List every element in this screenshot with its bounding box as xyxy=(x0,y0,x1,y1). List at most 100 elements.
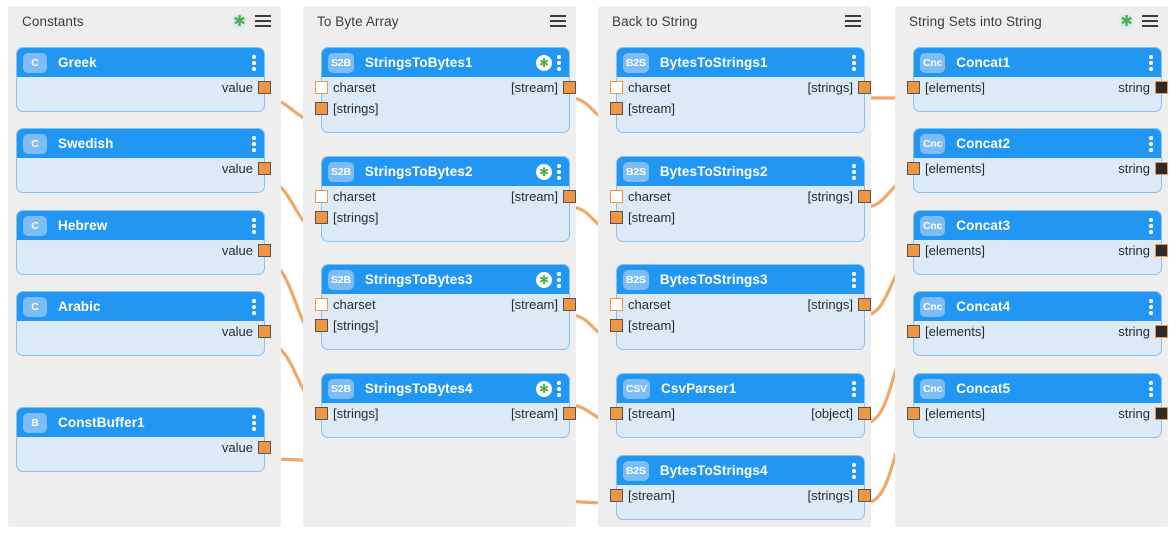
hamburger-icon[interactable] xyxy=(255,14,271,28)
output-port[interactable] xyxy=(563,81,576,94)
output-port[interactable] xyxy=(258,325,271,338)
kebab-icon[interactable] xyxy=(557,271,561,288)
input-port[interactable] xyxy=(315,211,328,224)
output-port[interactable] xyxy=(563,298,576,311)
hamburger-icon[interactable] xyxy=(1142,14,1158,28)
input-port[interactable] xyxy=(315,407,328,420)
input-port[interactable] xyxy=(610,489,623,502)
output-port[interactable] xyxy=(258,244,271,257)
asterisk-icon[interactable] xyxy=(231,12,248,30)
input-port[interactable] xyxy=(315,298,328,311)
kebab-icon[interactable] xyxy=(1149,298,1153,315)
kebab-icon[interactable] xyxy=(252,414,256,431)
kebab-icon[interactable] xyxy=(1149,217,1153,234)
input-port[interactable] xyxy=(610,102,623,115)
kebab-icon[interactable] xyxy=(1149,135,1153,152)
input-port[interactable] xyxy=(907,244,920,257)
output-port[interactable] xyxy=(858,407,871,420)
input-port[interactable] xyxy=(610,407,623,420)
node-stringstobytes3[interactable]: S2BStringsToBytes3charset[stream][string… xyxy=(315,264,576,350)
asterisk-icon[interactable] xyxy=(536,54,552,71)
input-port[interactable] xyxy=(907,162,920,175)
kebab-icon[interactable] xyxy=(557,380,561,397)
output-port[interactable] xyxy=(858,81,871,94)
kebab-icon[interactable] xyxy=(557,54,561,71)
output-port[interactable] xyxy=(1155,407,1168,420)
output-port[interactable] xyxy=(258,441,271,454)
output-port[interactable] xyxy=(1155,162,1168,175)
asterisk-icon[interactable] xyxy=(536,380,552,397)
asterisk-icon[interactable] xyxy=(1118,12,1135,30)
input-port[interactable] xyxy=(315,81,328,94)
asterisk-icon[interactable] xyxy=(536,163,552,180)
output-port[interactable] xyxy=(258,81,271,94)
input-port[interactable] xyxy=(610,81,623,94)
input-port[interactable] xyxy=(610,298,623,311)
output-port[interactable] xyxy=(858,190,871,203)
output-port[interactable] xyxy=(563,407,576,420)
kebab-icon[interactable] xyxy=(252,298,256,315)
kebab-icon[interactable] xyxy=(852,271,856,288)
node-stringstobytes2[interactable]: S2BStringsToBytes2charset[stream][string… xyxy=(315,156,576,242)
input-port[interactable] xyxy=(315,190,328,203)
kebab-icon[interactable] xyxy=(852,163,856,180)
output-port[interactable] xyxy=(1155,244,1168,257)
input-port[interactable] xyxy=(315,319,328,332)
output-port[interactable] xyxy=(858,489,871,502)
input-port[interactable] xyxy=(907,81,920,94)
kebab-icon[interactable] xyxy=(252,54,256,71)
input-port[interactable] xyxy=(907,325,920,338)
output-port[interactable] xyxy=(563,190,576,203)
kebab-icon[interactable] xyxy=(1149,380,1153,397)
kebab-icon[interactable] xyxy=(852,54,856,71)
input-port[interactable] xyxy=(610,211,623,224)
kebab-icon[interactable] xyxy=(252,135,256,152)
input-port[interactable] xyxy=(907,407,920,420)
output-port[interactable] xyxy=(258,162,271,175)
kebab-icon[interactable] xyxy=(852,462,856,479)
hamburger-icon[interactable] xyxy=(845,14,861,28)
kebab-icon[interactable] xyxy=(557,163,561,180)
kebab-icon[interactable] xyxy=(852,380,856,397)
kebab-icon[interactable] xyxy=(1149,54,1153,71)
output-port[interactable] xyxy=(1155,325,1168,338)
asterisk-icon[interactable] xyxy=(536,271,552,288)
input-port[interactable] xyxy=(610,190,623,203)
input-port[interactable] xyxy=(315,102,328,115)
hamburger-icon[interactable] xyxy=(550,14,566,28)
node-stringstobytes1[interactable]: S2BStringsToBytes1charset[stream][string… xyxy=(315,47,576,133)
input-port[interactable] xyxy=(610,319,623,332)
output-port[interactable] xyxy=(858,298,871,311)
